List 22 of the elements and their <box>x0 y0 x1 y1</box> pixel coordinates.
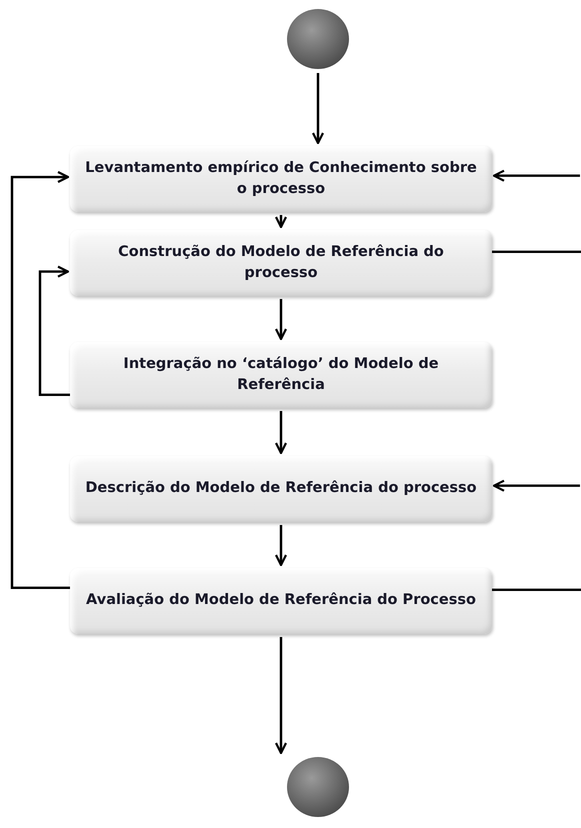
arrow <box>274 525 288 566</box>
step-label: Integração no ‘catálogo’ do Modelo de Referência <box>122 354 440 395</box>
arrow <box>312 73 324 144</box>
terminal-circle <box>286 756 350 818</box>
arrow <box>10 170 70 589</box>
step-label: Levantamento empírico de Conhecimento sobre o processo <box>84 158 478 199</box>
arrow <box>274 637 288 754</box>
arrow <box>274 411 288 454</box>
step-label: Construção do Modelo de Referência do processo <box>117 242 445 283</box>
process-box <box>70 568 492 634</box>
arrow <box>274 215 288 228</box>
process-box <box>70 230 492 296</box>
arrow <box>492 170 580 182</box>
arrow <box>274 299 288 340</box>
step-label: Descrição do Modelo de Referência do processo <box>84 479 478 498</box>
arrow <box>38 265 70 396</box>
process-box <box>70 456 492 522</box>
process-box <box>70 342 492 408</box>
terminal-circle <box>286 8 350 70</box>
process-box <box>70 146 492 212</box>
arrow <box>492 480 580 492</box>
step-label: Avaliação do Modelo de Referência do Processo <box>85 591 477 610</box>
